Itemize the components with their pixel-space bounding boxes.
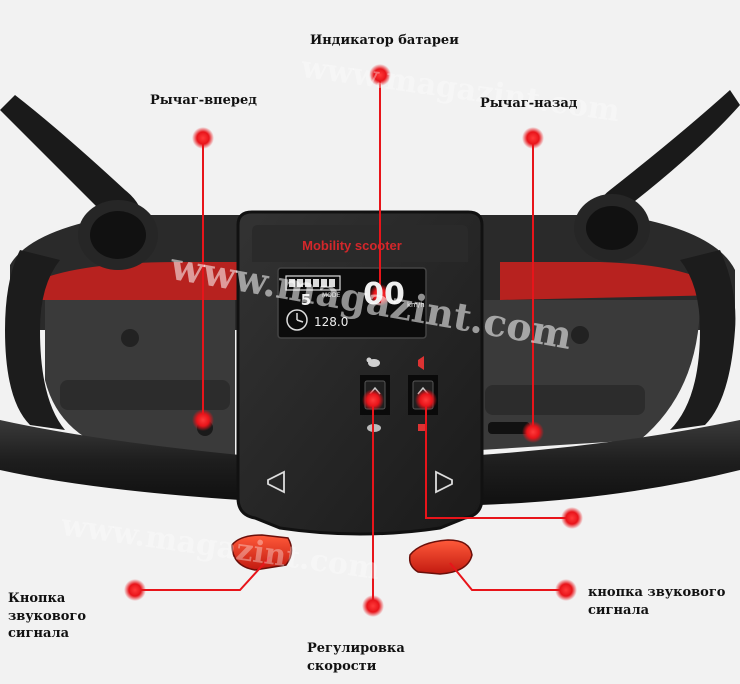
label-speed-line1: Регулировка <box>307 641 405 656</box>
label-horn-right-line1: кнопка звукового <box>588 585 726 600</box>
label-horn-left-line1: Кнопка <box>8 591 66 606</box>
label-horn-right-line2: сигнала <box>588 602 650 618</box>
mode-label: MODE <box>322 292 341 299</box>
label-speed-adjust: Регулировка скорости <box>307 640 405 675</box>
odometer-value: 128.0 <box>314 315 348 329</box>
speed-digits: 00 <box>363 277 405 312</box>
label-horn-left: Кнопка звукового сигнала <box>8 590 86 643</box>
label-horn-right: кнопка звукового сигнала <box>588 584 725 619</box>
label-horn-left-line3: сигнала <box>8 626 70 642</box>
label-reverse-lever: Рычаг-назад <box>480 96 578 111</box>
label-forward-lever: Рычаг-вперед <box>150 93 257 108</box>
brand-label: Mobility scooter <box>302 238 402 253</box>
label-speed-line2: скорости <box>307 658 377 674</box>
gear-digit: 5 <box>301 291 311 309</box>
label-battery-indicator: Индикатор батареи <box>310 33 459 48</box>
label-horn-left-line2: звукового <box>8 608 87 624</box>
speed-unit: km/h <box>407 301 425 309</box>
